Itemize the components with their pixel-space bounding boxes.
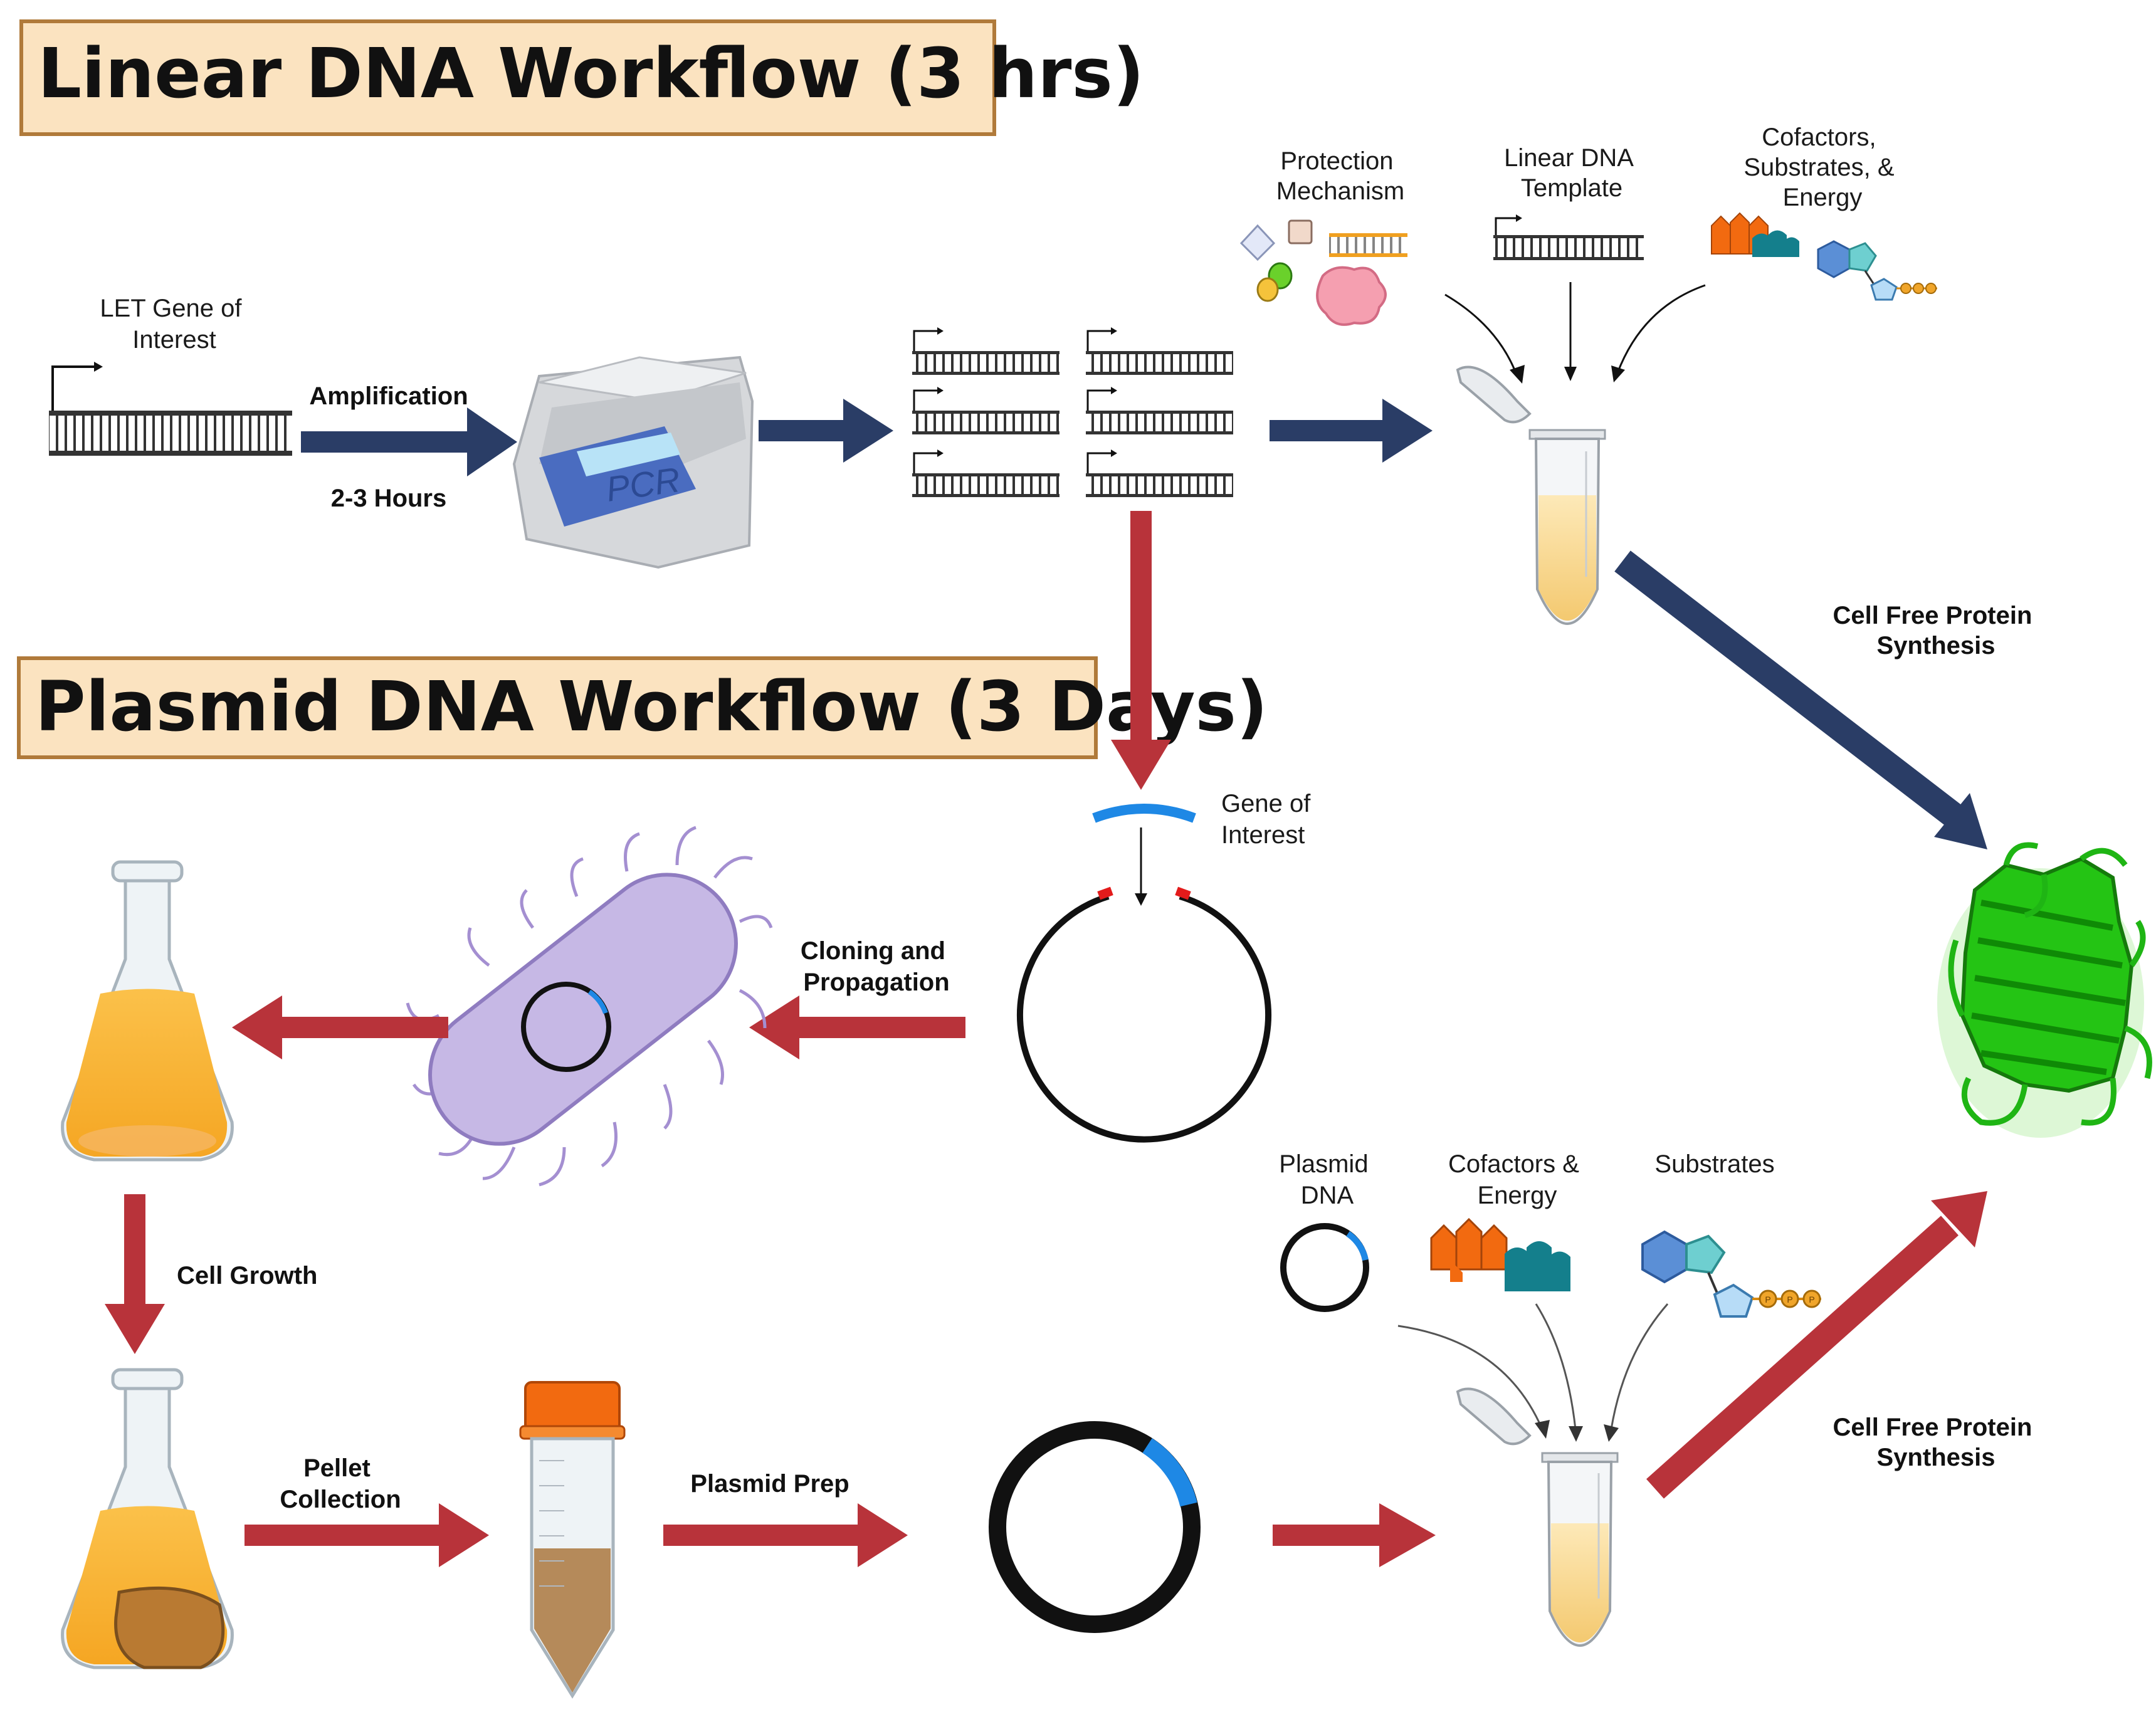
pellet-collection-arrow xyxy=(245,1503,489,1567)
phosphate-label: P xyxy=(1765,1295,1770,1305)
hours-label: 2-3 Hours xyxy=(331,485,447,512)
plasmid-prep-label: Plasmid Prep xyxy=(690,1470,849,1498)
dna-copy xyxy=(1086,387,1233,434)
plasmid-dna-label: Plasmid DNA xyxy=(1279,1150,1375,1209)
dna-copy xyxy=(912,449,1060,497)
cfps-reaction-tube-plasmid xyxy=(1456,1387,1619,1647)
protection-mechanism-icon xyxy=(1239,219,1407,326)
pellet-flask-icon xyxy=(61,1368,234,1669)
let-gene-dna-icon xyxy=(49,362,292,456)
dna-to-tube-arrow xyxy=(1270,399,1433,463)
cell-growth-label: Cell Growth xyxy=(177,1262,317,1289)
phosphate-label: P xyxy=(1809,1295,1814,1305)
cfps-reaction-tube-linear xyxy=(1456,365,1606,625)
cloning-arrow xyxy=(749,995,965,1059)
cfps-plasmid-arrow xyxy=(1646,1191,1987,1499)
phosphate-label: P xyxy=(1787,1295,1792,1305)
pcr-output-arrow xyxy=(759,399,893,463)
linear-dna-template-label: Linear DNA Template xyxy=(1504,144,1639,202)
cloning-propagation-label: Cloning and Propagation xyxy=(801,937,952,996)
bacteria-to-flask-arrow xyxy=(232,995,448,1059)
cell-growth-arrow xyxy=(105,1194,165,1354)
open-plasmid-vector-icon xyxy=(1017,886,1271,1143)
cfps-linear-label: Cell Free Protein Synthesis xyxy=(1833,602,2039,659)
linear-dna-template-icon xyxy=(1493,214,1644,260)
dna-copy xyxy=(912,327,1060,375)
top-reagent-arrows xyxy=(1444,282,1706,384)
cofactors-energy-label: Cofactors & Energy xyxy=(1448,1150,1586,1209)
pcr-machine-icon: PCR xyxy=(512,355,754,569)
substrates-nucleotide-icon: P P P xyxy=(1641,1230,1821,1318)
amplification-label: Amplification xyxy=(309,382,468,410)
pellet-collection-label: Pellet Collection xyxy=(280,1454,401,1513)
dna-copy xyxy=(1086,449,1233,497)
plasmid-to-tube-arrow xyxy=(1273,1503,1436,1567)
plasmid-workflow-header: Plasmid DNA Workflow (3 Days) xyxy=(17,656,1268,759)
insertion-arrowhead xyxy=(1135,893,1147,906)
centrifuge-tube-icon xyxy=(519,1381,626,1699)
substrate-nucleotide-icon xyxy=(1817,240,1937,301)
cofactors-energy-icon xyxy=(1430,1217,1570,1291)
bottom-reagent-arrows xyxy=(1397,1303,1669,1442)
linear-workflow-title: Linear DNA Workflow (3 hrs) xyxy=(38,33,1144,113)
substrates-label: Substrates xyxy=(1654,1150,1774,1178)
plasmid-dna-reagent-icon xyxy=(1280,1223,1369,1312)
dna-copy xyxy=(1086,327,1233,375)
gene-of-interest-label: Gene of Interest xyxy=(1221,790,1317,849)
amplified-dna-copies xyxy=(912,327,1233,497)
cofactors-substrates-energy-label: Cofactors, Substrates, & Energy xyxy=(1743,123,1901,211)
linear-workflow-header: Linear DNA Workflow (3 hrs) xyxy=(19,19,1144,136)
plasmid-prep-arrow xyxy=(663,1503,908,1567)
plasmid-workflow-title: Plasmid DNA Workflow (3 Days) xyxy=(35,666,1268,747)
let-gene-label: LET Gene of Interest xyxy=(100,295,248,354)
cfps-plasmid-label: Cell Free Protein Synthesis xyxy=(1833,1414,2039,1471)
gene-to-plasmid-arrow xyxy=(1111,511,1171,790)
amplification-arrow xyxy=(301,407,517,476)
cofactors-icon xyxy=(1711,212,1799,257)
cfps-linear-arrow xyxy=(1614,550,1987,849)
bacterium-icon xyxy=(406,826,773,1187)
gfp-protein-icon xyxy=(1937,842,2152,1138)
purified-plasmid-icon xyxy=(989,1421,1201,1633)
protection-mechanism-label: Protection Mechanism xyxy=(1276,147,1405,205)
gene-fragment-icon xyxy=(1092,804,1196,823)
dna-copy xyxy=(912,387,1060,434)
culture-flask-icon xyxy=(61,860,234,1162)
